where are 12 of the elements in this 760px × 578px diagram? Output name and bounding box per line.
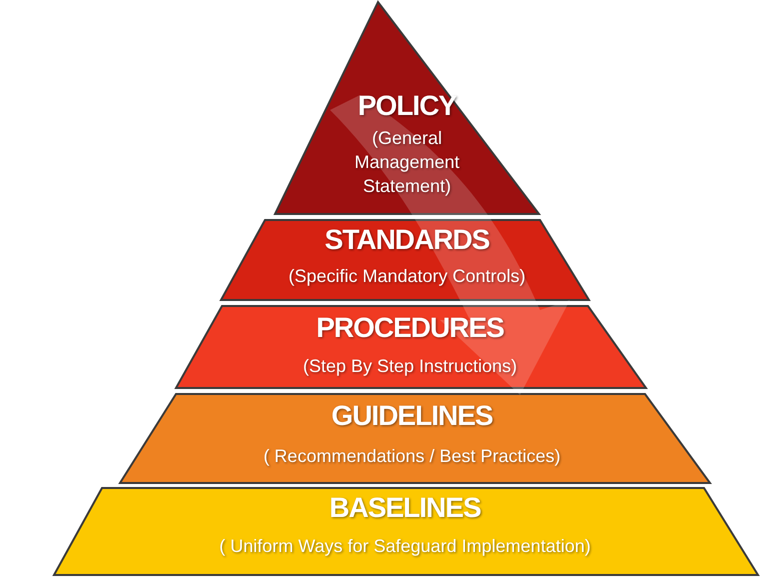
tier-heading: POLICY	[356, 90, 458, 122]
tier-description: ( Uniform Ways for Safeguard Implementation)	[218, 535, 592, 558]
arrow	[330, 95, 570, 395]
tier-description: (Step By Step Instructions)	[302, 355, 518, 378]
tier-description: (Specific Mandatory Controls)	[287, 265, 527, 288]
tier-heading: PROCEDURES	[315, 312, 505, 344]
tier-heading: STANDARDS	[324, 224, 490, 256]
tier-heading: GUIDELINES	[330, 400, 494, 432]
pyramid-tier	[50, 488, 760, 576]
tier-description: ( Recommendations / Best Practices)	[262, 445, 562, 468]
tier-description: (General Management Statement)	[353, 127, 461, 198]
tier-heading: BASELINES	[328, 492, 482, 524]
